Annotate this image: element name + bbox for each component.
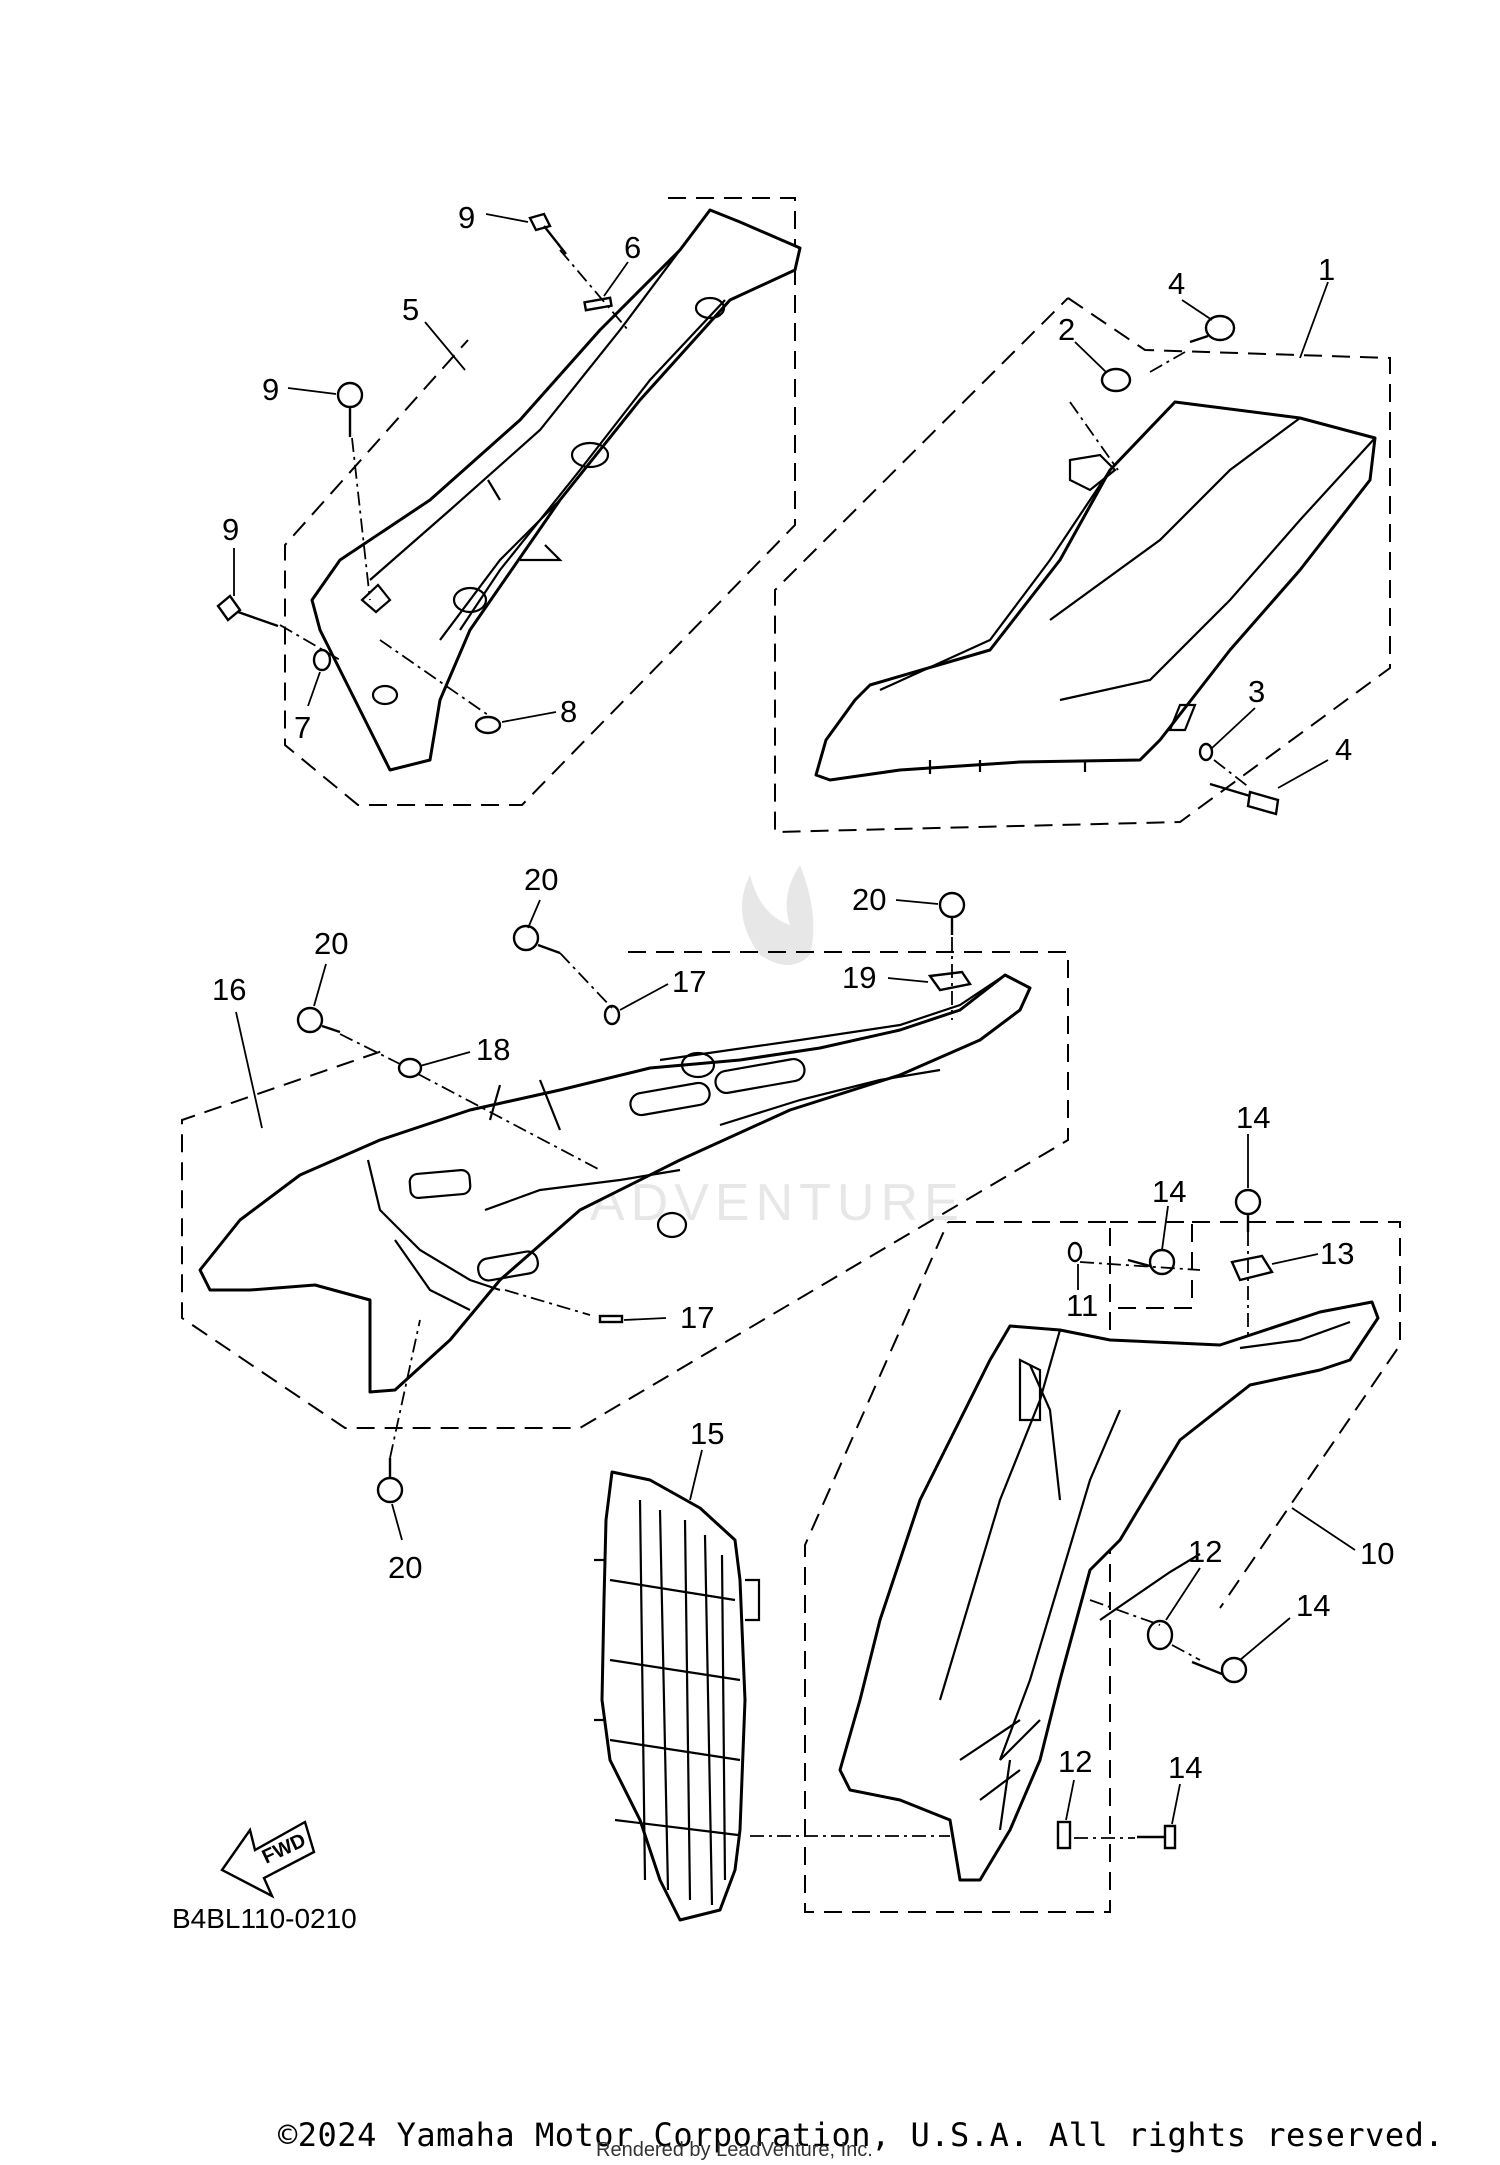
watermark-logo: ADVENTURE xyxy=(590,865,965,1232)
part-11-grommet[interactable] xyxy=(1067,1241,1083,1263)
callout-15: 15 xyxy=(690,1416,724,1451)
part-9-bolt-mid[interactable] xyxy=(336,381,364,437)
callout-20-d: 20 xyxy=(388,1550,422,1585)
callout-5: 5 xyxy=(402,292,419,327)
part-17-clip-b[interactable] xyxy=(598,1314,624,1324)
callout-6: 6 xyxy=(624,230,641,265)
part-6-clip[interactable] xyxy=(583,296,613,312)
part-19-plate[interactable] xyxy=(927,970,972,992)
part-4-bolt-top[interactable] xyxy=(1189,314,1236,344)
callout-2: 2 xyxy=(1058,312,1075,347)
part-12-washer-top[interactable] xyxy=(1146,1619,1174,1651)
part-4-bolt-bottom[interactable] xyxy=(1209,782,1280,816)
part-13-plate[interactable] xyxy=(1230,1254,1274,1282)
callout-13: 13 xyxy=(1320,1236,1354,1271)
callout-9-left: 9 xyxy=(222,512,239,547)
callout-20-b: 20 xyxy=(314,926,348,961)
callout-3: 3 xyxy=(1248,674,1265,709)
group-side-cover-right xyxy=(774,297,1391,834)
callout-9-mid: 9 xyxy=(262,372,279,407)
group-radiator-shroud-right xyxy=(594,1188,1401,1922)
callout-4-top: 4 xyxy=(1168,266,1185,301)
part-1-side-cover[interactable] xyxy=(814,400,1377,782)
part-20-bolt-d[interactable] xyxy=(376,1458,404,1504)
part-18-collar[interactable] xyxy=(397,1057,423,1079)
part-10-radiator-shroud[interactable] xyxy=(838,1300,1380,1882)
callout-19: 19 xyxy=(842,960,876,995)
callout-14-bottom: 14 xyxy=(1168,1750,1202,1785)
part-2-washer[interactable] xyxy=(1100,367,1132,393)
callout-8: 8 xyxy=(560,694,577,729)
callout-12-top: 12 xyxy=(1188,1534,1222,1569)
callout-12-bottom: 12 xyxy=(1058,1744,1092,1779)
part-14-bolt-mid[interactable] xyxy=(1127,1248,1176,1276)
group-rear-left-cover xyxy=(216,197,802,806)
part-14-bolt-right[interactable] xyxy=(1191,1656,1248,1684)
group-radiator-shroud-left xyxy=(181,891,1069,1504)
callout-20-c: 20 xyxy=(852,882,886,917)
fwd-arrow-icon: FWD xyxy=(220,1820,316,1899)
callout-1: 1 xyxy=(1318,252,1335,287)
callout-10: 10 xyxy=(1360,1536,1394,1571)
part-9-bolt-top[interactable] xyxy=(528,212,567,255)
part-8-grommet[interactable] xyxy=(474,715,502,735)
callout-14-right: 14 xyxy=(1296,1588,1330,1623)
callout-7: 7 xyxy=(294,710,311,745)
callout-16: 16 xyxy=(212,972,246,1007)
callout-17-a: 17 xyxy=(672,964,706,999)
part-12-washer-bottom[interactable] xyxy=(1056,1820,1072,1850)
copyright-notice: ©2024 Yamaha Motor Corporation, U.S.A. A… xyxy=(278,2116,1445,2154)
callout-20-a: 20 xyxy=(524,862,558,897)
callout-11: 11 xyxy=(1066,1288,1098,1323)
callout-4-bottom: 4 xyxy=(1335,732,1352,767)
part-20-bolt-b[interactable] xyxy=(296,1006,341,1034)
watermark-text: ADVENTURE xyxy=(590,1174,965,1232)
callout-14-mid: 14 xyxy=(1152,1174,1186,1209)
part-20-bolt-c[interactable] xyxy=(938,891,966,935)
callout-17-b: 17 xyxy=(680,1300,714,1335)
part-20-bolt-a[interactable] xyxy=(512,924,561,955)
rendered-by-notice: Rendered by LeadVenture, Inc. xyxy=(596,2139,873,2161)
part-16-radiator-shroud[interactable] xyxy=(198,973,1032,1394)
callout-9-top: 9 xyxy=(458,200,475,235)
callout-18: 18 xyxy=(476,1032,510,1067)
callout-14-top: 14 xyxy=(1236,1100,1270,1135)
part-3-grommet[interactable] xyxy=(1198,742,1214,762)
part-17-grommet-a[interactable] xyxy=(603,1004,621,1026)
callouts: 1 2 3 4 4 5 6 7 8 9 9 9 10 xyxy=(212,200,1394,1825)
part-14-bolt-bottom[interactable] xyxy=(1137,1824,1177,1850)
part-9-bolt-left[interactable] xyxy=(216,594,279,628)
diagram-reference-code: B4BL110-0210 xyxy=(172,1903,357,1934)
part-14-bolt-top[interactable] xyxy=(1234,1188,1262,1232)
